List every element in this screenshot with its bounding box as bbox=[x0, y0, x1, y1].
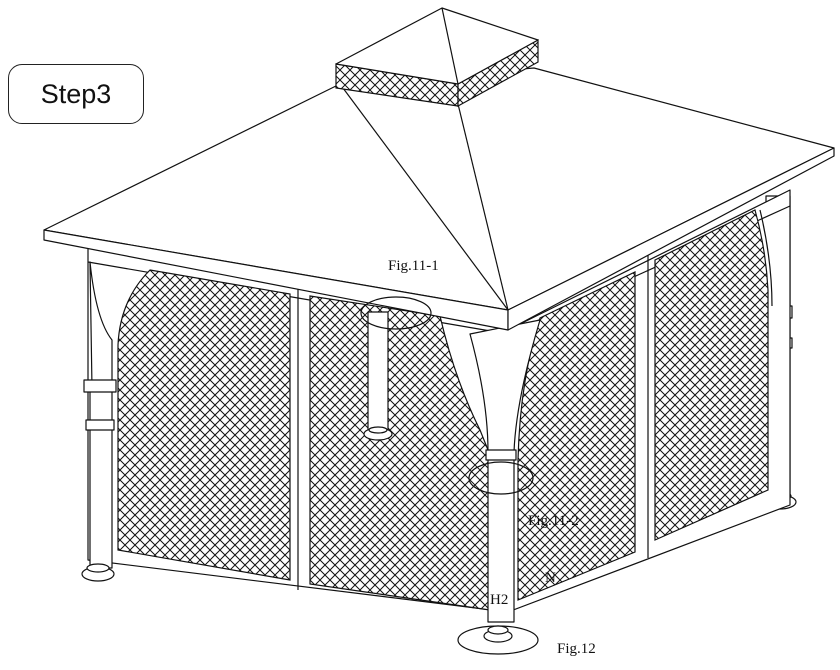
label-h2: H2 bbox=[490, 592, 508, 608]
front-corner-post bbox=[457, 319, 541, 655]
back-arch bbox=[759, 209, 773, 307]
step-label-box: Step3 bbox=[8, 64, 144, 124]
center-hanging-rod bbox=[363, 311, 393, 441]
label-fig11-1: Fig.11-1 bbox=[388, 258, 439, 274]
label-fig12: Fig.12 bbox=[557, 641, 596, 657]
roof bbox=[43, 67, 835, 331]
roof-vent bbox=[335, 7, 539, 108]
label-n: N bbox=[545, 570, 556, 586]
label-fig11-2: Fig.11-2 bbox=[528, 513, 579, 529]
mesh-panel-side-right bbox=[654, 209, 769, 541]
front-left-post bbox=[81, 261, 117, 582]
step-label: Step3 bbox=[40, 78, 112, 109]
callout-fig11-2 bbox=[468, 461, 534, 495]
callout-fig11-1 bbox=[360, 296, 432, 330]
mesh-panel-front-left bbox=[117, 269, 291, 581]
